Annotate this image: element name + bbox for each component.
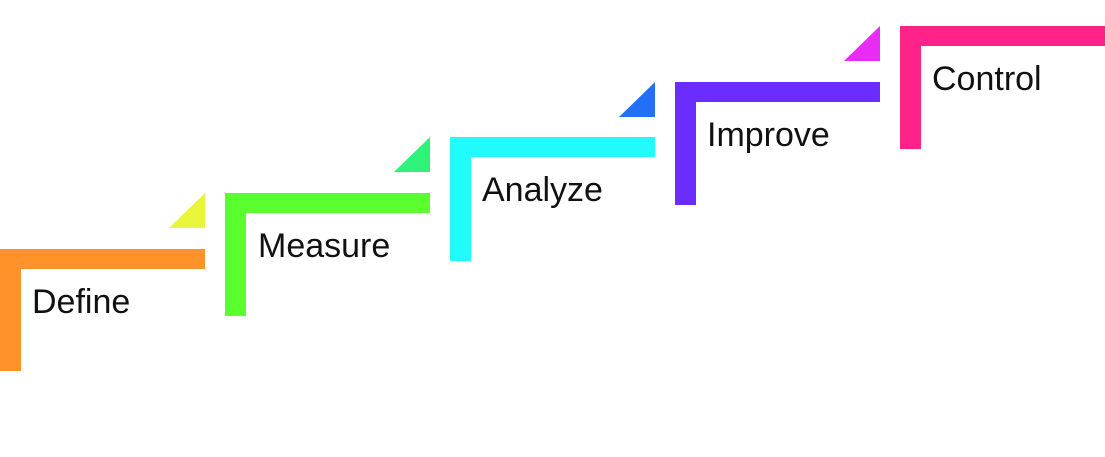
step-control: Control [900,26,1105,149]
step-measure-label: Measure [258,227,390,265]
step-control-bracket [900,26,1105,149]
step-improve: Improve [675,82,880,205]
step-improve-label: Improve [707,116,830,154]
connector-triangle-1 [169,193,205,228]
connector-triangle-4 [844,26,880,61]
connector-triangle-2 [394,137,430,172]
step-measure: Measure [225,193,430,316]
step-control-label: Control [932,60,1042,98]
step-analyze-bracket [450,137,655,261]
step-improve-bracket [675,82,880,205]
step-define-bracket [0,249,205,371]
step-analyze-label: Analyze [482,171,603,209]
step-measure-bracket [225,193,430,316]
step-analyze: Analyze [450,137,655,261]
step-define: Define [0,249,205,371]
connector-triangle-3 [619,82,655,117]
step-define-label: Define [32,283,130,321]
